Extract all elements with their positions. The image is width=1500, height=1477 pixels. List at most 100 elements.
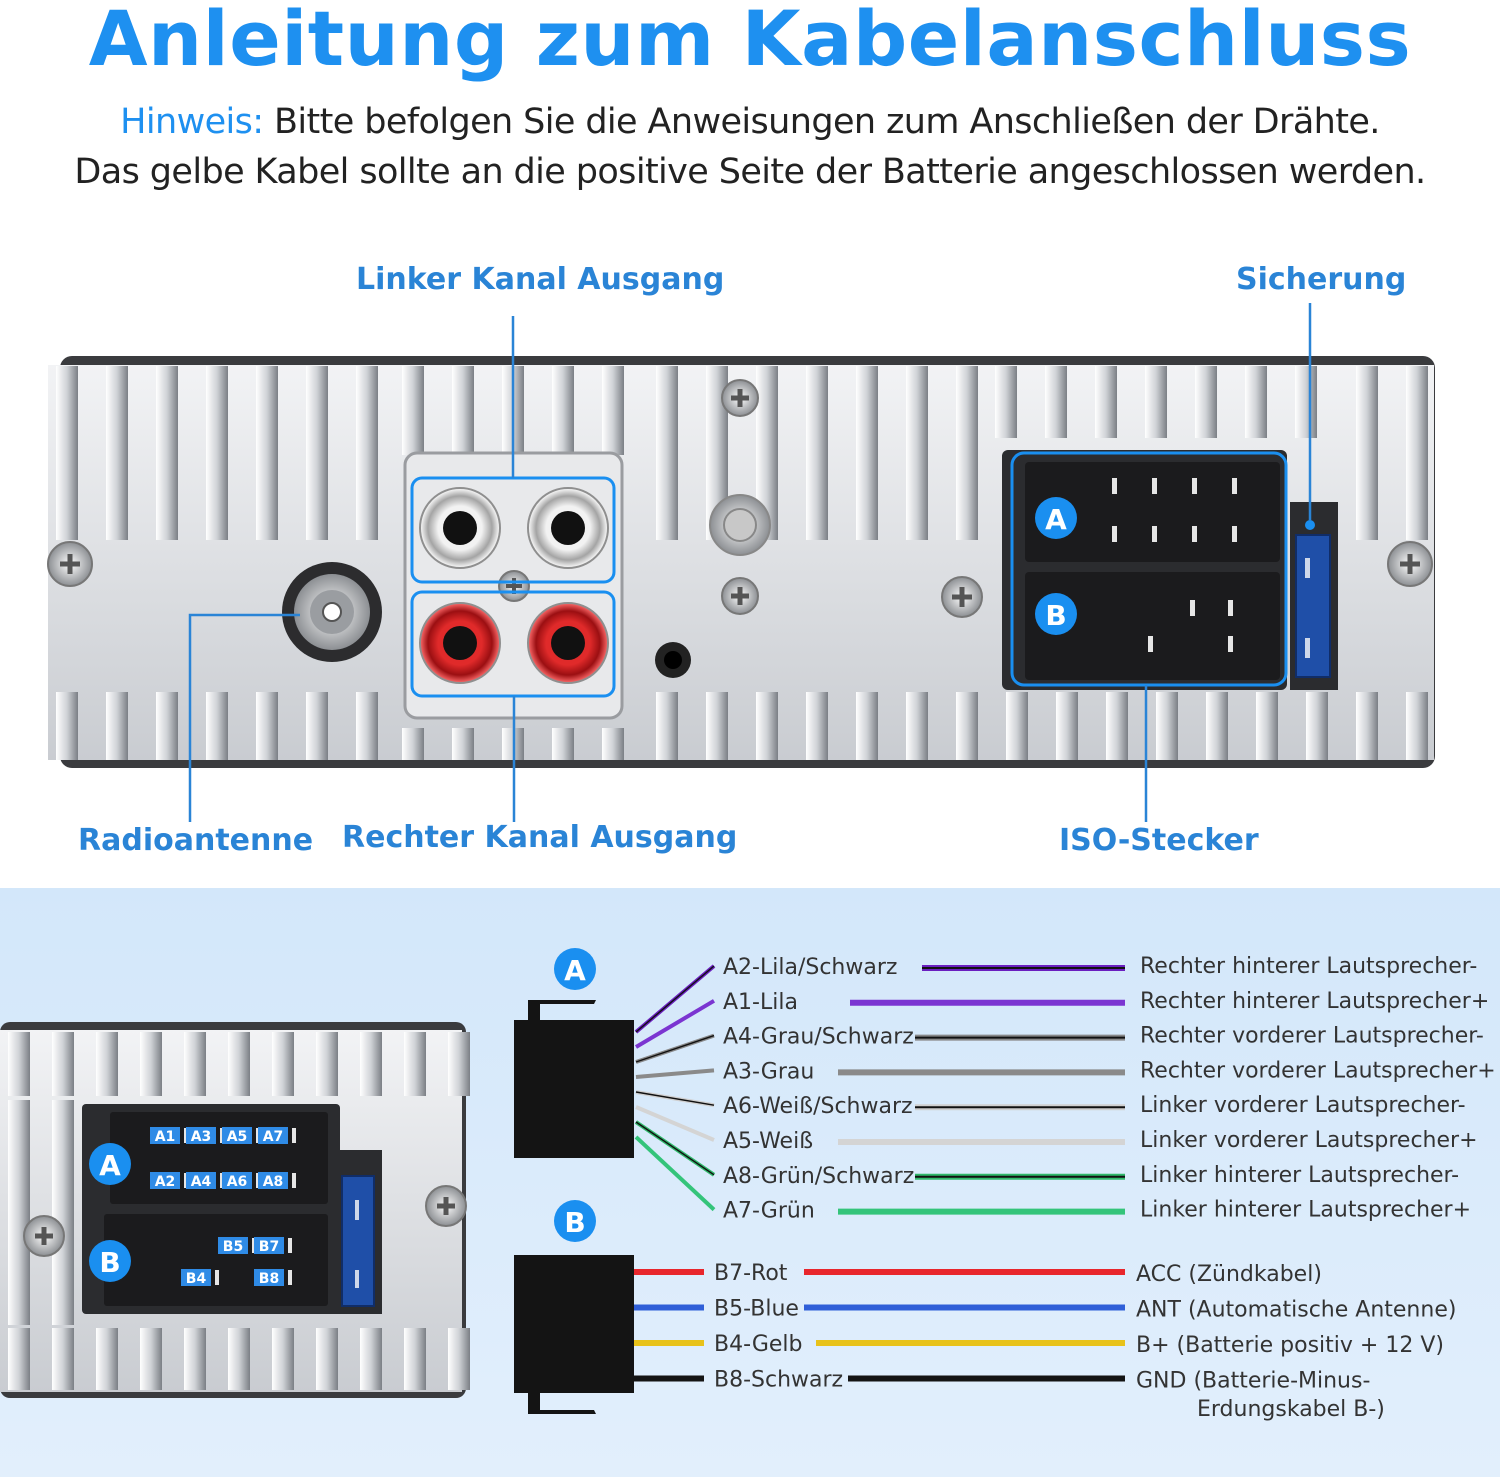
- note-line-2: Das gelbe Kabel sollte an die positive S…: [74, 152, 1426, 192]
- fin: [806, 692, 828, 760]
- pin-label-text: A2: [155, 1174, 176, 1190]
- fin: [1406, 366, 1428, 540]
- fin: [52, 1032, 74, 1096]
- fin: [1356, 692, 1378, 760]
- iso-pin: [1228, 600, 1233, 616]
- fin: [806, 366, 828, 540]
- wire-fan: [634, 1135, 716, 1212]
- fin: [756, 366, 778, 540]
- wires-connector-a: A2-Lila/Schwarz Rechter hinterer Lautspre…: [634, 954, 1496, 1224]
- fin: [1145, 366, 1167, 438]
- fin: [140, 1328, 162, 1390]
- fin: [656, 692, 678, 760]
- pin-label-text: B5: [223, 1239, 243, 1255]
- wire-a-1: A2-Lila/Schwarz Rechter hinterer Lautspre…: [634, 954, 1477, 1034]
- fin: [1245, 366, 1267, 438]
- fin: [856, 366, 878, 540]
- fin: [448, 1032, 470, 1096]
- wire-a-8: A7-Grün Linker hinterer Lautsprecher+: [634, 1135, 1471, 1224]
- wire-pin-label: A2-Lila/Schwarz: [723, 955, 897, 980]
- wire-pin-label: B4-Gelb: [714, 1332, 803, 1357]
- fin: [402, 728, 424, 760]
- fin: [1295, 366, 1317, 438]
- fin: [402, 366, 424, 455]
- highlight-iso: [1010, 451, 1288, 687]
- fin: [906, 692, 928, 760]
- pin-label-bg: [181, 1269, 211, 1286]
- iso-socket-a: [1025, 462, 1280, 562]
- closeup-fuse-blade-bottom: [355, 1270, 359, 1288]
- fin: [1306, 692, 1328, 760]
- wire-fan: [635, 1105, 715, 1142]
- heat-sink-fins-top: [56, 366, 1428, 540]
- closeup-socket-a: [110, 1112, 328, 1204]
- label-left-channel: Linker Kanal Ausgang: [356, 262, 725, 297]
- fin: [448, 1328, 470, 1390]
- badge-plug-b-text: B: [564, 1206, 585, 1239]
- wire-fan-stripe: [635, 1121, 715, 1176]
- pin-label-bg: [222, 1172, 252, 1189]
- fin: [184, 1032, 206, 1096]
- iso-pin: [1190, 600, 1195, 616]
- pin-contact: [215, 1270, 219, 1285]
- badge-plug-a-text: A: [564, 954, 586, 987]
- fin: [52, 1100, 74, 1325]
- fin: [1095, 366, 1117, 438]
- pin-label-text: A7: [263, 1129, 284, 1145]
- fin: [56, 692, 78, 760]
- wire-function-label: Rechter vorderer Lautsprecher+: [1140, 1058, 1496, 1083]
- iso-socket-b: [1025, 572, 1280, 680]
- wire-pin-label: B8-Schwarz: [714, 1368, 843, 1393]
- label-antenna: Radioantenne: [78, 823, 314, 858]
- fin: [404, 1328, 426, 1390]
- iso-pin: [1232, 478, 1237, 494]
- pin-label-bg: [150, 1127, 180, 1144]
- wire-function-label: Linker hinterer Lautsprecher+: [1140, 1198, 1471, 1223]
- fin: [602, 366, 624, 455]
- wire-function-label: Rechter hinterer Lautsprecher-: [1140, 954, 1477, 979]
- pin-contact: [292, 1128, 296, 1143]
- fuse-blade-top: [1305, 558, 1310, 578]
- antenna-socket: [282, 562, 382, 662]
- fin: [906, 366, 928, 540]
- fin: [1356, 366, 1378, 540]
- screw-center-top: [721, 379, 759, 417]
- label-iso: ISO-Stecker: [1059, 823, 1259, 858]
- iso-pin: [1152, 478, 1157, 494]
- fin: [96, 1032, 118, 1096]
- badge-b-top: B: [1035, 593, 1077, 635]
- pin-label-text: A8: [263, 1174, 284, 1190]
- iso-pin: [1152, 526, 1157, 542]
- fin: [206, 366, 228, 540]
- fin: [316, 1328, 338, 1390]
- fin: [306, 366, 328, 540]
- wire-pin-label: A1-Lila: [723, 990, 798, 1015]
- iso-pin: [1232, 526, 1237, 542]
- closeup-screw-right: [425, 1185, 467, 1227]
- pin-label: A1: [150, 1127, 188, 1145]
- fuse: [1295, 534, 1331, 678]
- wire-pin-label: A7-Grün: [723, 1199, 815, 1224]
- fin: [656, 366, 678, 540]
- fin: [1056, 692, 1078, 760]
- pin-label-text: B7: [259, 1239, 279, 1255]
- pin-label-text: A6: [227, 1174, 248, 1190]
- fin: [356, 692, 378, 760]
- iso-pin: [1148, 636, 1153, 652]
- iso-pin: [1112, 526, 1117, 542]
- pin-label: A8: [258, 1172, 296, 1190]
- pin-label-bg: [186, 1127, 216, 1144]
- pin-label: A7: [258, 1127, 296, 1145]
- fin: [306, 692, 328, 760]
- pin-label-text: A1: [155, 1129, 176, 1145]
- radio-back-panel: A B: [47, 356, 1435, 768]
- plug-b: B: [514, 1200, 634, 1414]
- closeup-badge-a: A: [89, 1143, 131, 1185]
- screw-center-bottom: [721, 577, 759, 615]
- wire-pin-label: B5-Blue: [714, 1297, 799, 1322]
- fin: [1195, 366, 1217, 438]
